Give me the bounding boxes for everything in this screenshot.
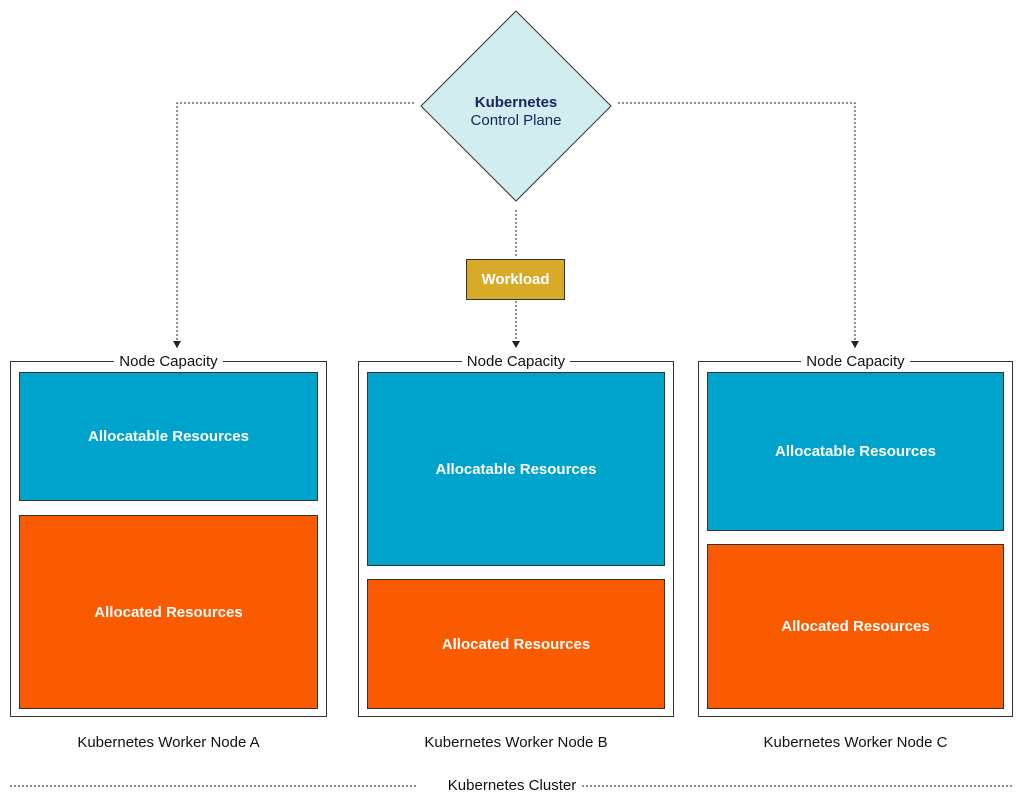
control-plane-title: Kubernetes [474,94,558,111]
node-name-a: Kubernetes Worker Node A [77,734,260,751]
allocatable-resources-label: Allocatable Resources [435,460,597,478]
allocatable-resources-block: Allocatable Resources [19,372,318,501]
allocated-resources-block: Allocated Resources [707,544,1004,709]
workload-label: Workload [481,271,550,288]
node-name-b: Kubernetes Worker Node B [424,734,608,751]
node-capacity-box-c: Node Capacity Allocatable Resources Allo… [698,353,1013,717]
control-plane-diamond [420,10,612,202]
cluster-label: Kubernetes Cluster [443,777,581,794]
workload-box: Workload [466,259,565,300]
allocated-resources-label: Allocated Resources [94,603,243,621]
node-name-c: Kubernetes Worker Node C [763,734,948,751]
allocatable-resources-label: Allocatable Resources [88,428,249,445]
allocated-resources-block: Allocated Resources [367,579,665,709]
connector-to-node-a [173,102,414,348]
control-plane: Kubernetes Control Plane [420,10,612,202]
allocatable-resources-block: Allocatable Resources [367,372,665,566]
allocatable-resources-label: Allocatable Resources [775,443,936,460]
node-capacity-box-a: Node Capacity Allocatable Resources Allo… [10,353,327,717]
node-capacity-box-b: Node Capacity Allocatable Resources Allo… [358,353,674,717]
connector-to-node-c [618,102,859,348]
allocated-resources-block: Allocated Resources [19,515,318,709]
node-capacity-label: Node Capacity [801,353,910,370]
control-plane-subtitle: Control Plane [470,112,562,129]
allocated-resources-label: Allocated Resources [781,618,930,635]
cluster-label-row: Kubernetes Cluster [0,777,1024,795]
allocated-resources-label: Allocated Resources [441,635,591,653]
allocatable-resources-block: Allocatable Resources [707,372,1004,531]
node-capacity-label: Node Capacity [461,353,571,370]
node-capacity-label: Node Capacity [114,353,223,370]
